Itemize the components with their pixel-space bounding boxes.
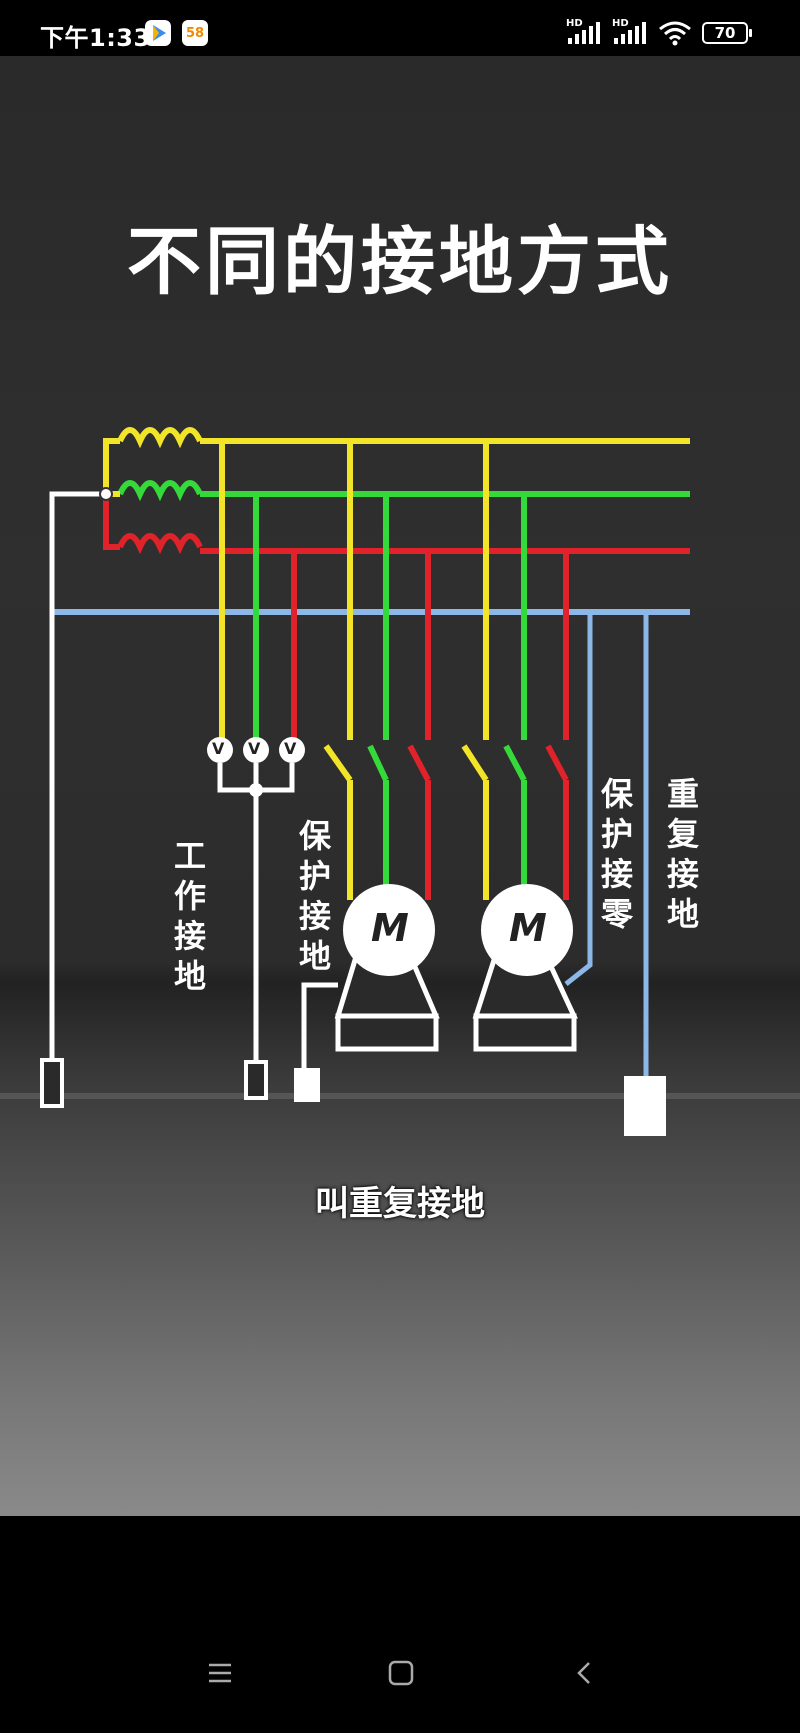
back-chevron-icon[interactable] [572, 1660, 598, 1686]
battery-tip [749, 29, 752, 37]
grounding-diagram [0, 427, 800, 1136]
protective-neutral-label: 保护接零 [600, 775, 633, 933]
voltmeter-label: V [248, 739, 261, 758]
video-title: 不同的接地方式 [127, 219, 673, 305]
motor-symbol: M [371, 906, 409, 950]
repeat-ground-label: 重复接地 [666, 775, 699, 933]
app-58-icon: 58 [182, 20, 208, 46]
voltmeter-label: V [212, 739, 225, 758]
battery-level: 70 [714, 24, 736, 42]
working-ground-label: 工作接地 [173, 837, 206, 995]
menu-icon[interactable] [207, 1660, 233, 1686]
app-58-badge: 58 [185, 25, 205, 41]
home-square-icon[interactable] [388, 1660, 414, 1686]
signal-strength-icon: HD [566, 18, 606, 46]
navigation-bar [0, 1516, 800, 1733]
status-bar: 下午1:33 58 HD HD [0, 0, 800, 56]
wifi-icon [659, 21, 691, 46]
battery-icon: 70 [702, 22, 748, 44]
video-app-icon [145, 20, 171, 46]
video-player[interactable]: 不同的接地方式 [0, 56, 800, 1516]
voltmeter-label: V [284, 739, 297, 758]
status-time: 下午1:33 [40, 24, 151, 52]
motor-symbol: M [509, 906, 547, 950]
video-subtitle: 叫重复接地 [315, 1184, 485, 1224]
signal-strength-icon: HD [612, 18, 652, 46]
protective-ground-label: 保护接地 [298, 817, 331, 975]
